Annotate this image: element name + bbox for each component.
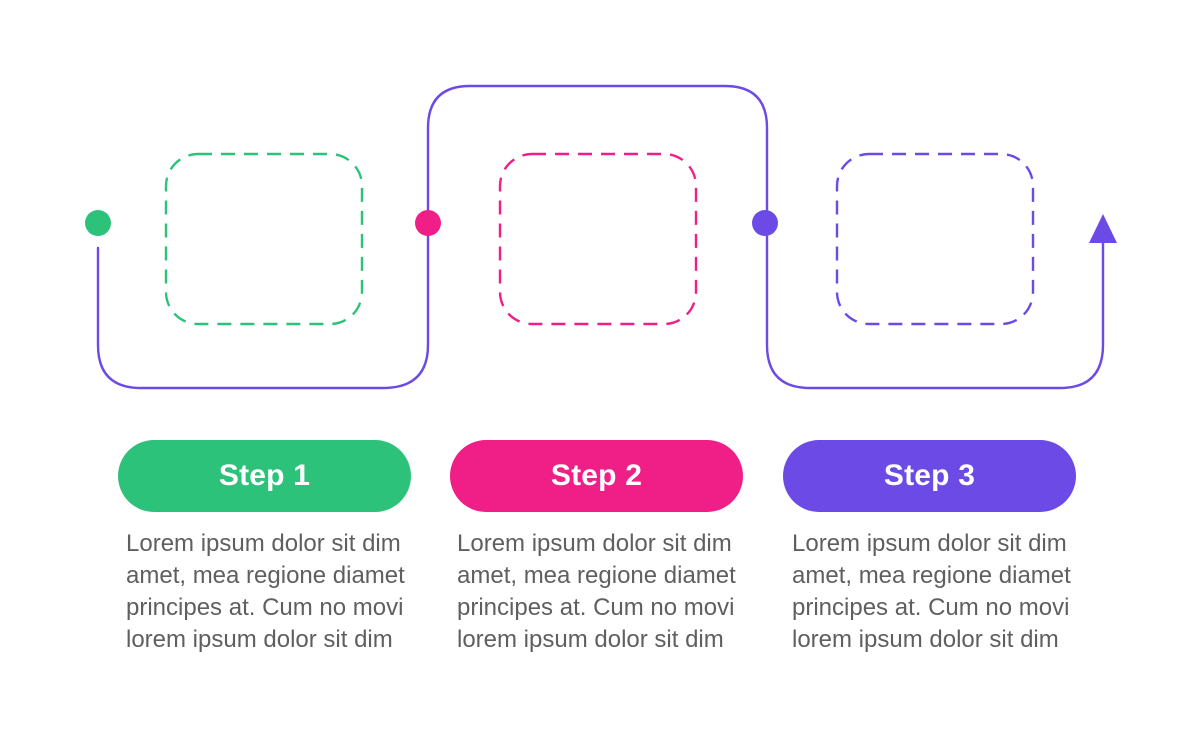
step-3-pill: Step 3 (783, 440, 1076, 512)
step-3-description: Lorem ipsum dolor sit dim amet, mea regi… (792, 530, 1071, 653)
step-2-description: Lorem ipsum dolor sit dim amet, mea regi… (457, 530, 736, 653)
step-1-placeholder-box (164, 152, 364, 326)
step-1-pill: Step 1 (118, 440, 411, 512)
step-2-pill: Step 2 (450, 440, 743, 512)
step-1-description: Lorem ipsum dolor sit dim amet, mea regi… (126, 530, 405, 653)
connector-path (96, 84, 1105, 390)
step-3-dot (752, 210, 778, 236)
step-1-dot (85, 210, 111, 236)
step-2-dot (415, 210, 441, 236)
step-3-placeholder-box (835, 152, 1035, 326)
arrow-head-icon (1089, 214, 1117, 243)
step-2-placeholder-box (498, 152, 698, 326)
